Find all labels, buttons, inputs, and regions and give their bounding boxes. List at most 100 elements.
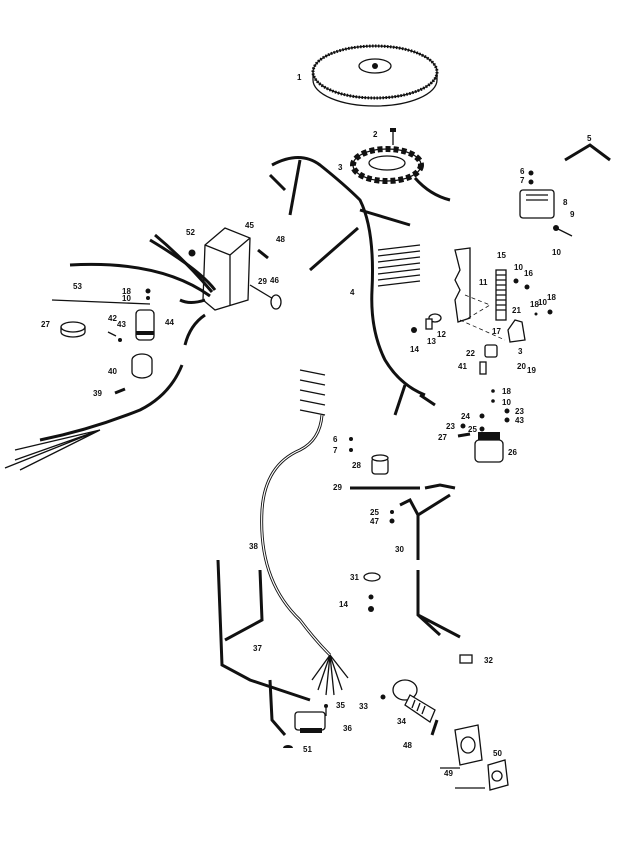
callout: 7: [333, 446, 338, 455]
callout: 17: [492, 327, 501, 336]
terminal-block: [495, 269, 553, 321]
callout: 35: [336, 701, 345, 710]
callout: 48: [403, 741, 412, 750]
callout: 45: [245, 221, 254, 230]
callout: 36: [343, 724, 352, 733]
callout: 12: [437, 330, 446, 339]
callout: 3: [518, 347, 523, 356]
battery-cable: [4, 313, 206, 471]
callout: 31: [350, 573, 359, 582]
callout: 14: [339, 600, 348, 609]
module: [283, 704, 328, 748]
clamp-band: [60, 321, 86, 338]
rectifier: [519, 170, 573, 237]
relay-bracket: [507, 319, 526, 343]
callout: 29: [333, 483, 342, 492]
callout: 22: [466, 349, 475, 358]
cable-harness: [389, 483, 461, 639]
callout: 10: [514, 263, 523, 272]
callout: 39: [93, 389, 102, 398]
switch-plate: [440, 724, 509, 791]
callout: 41: [458, 362, 467, 371]
callout: 11: [479, 278, 488, 287]
callout: 38: [249, 542, 258, 551]
callout: 18: [530, 300, 539, 309]
screw: [390, 128, 396, 145]
ignition-switch: [380, 679, 439, 736]
callout: 49: [444, 769, 453, 778]
callout: 42: [108, 314, 117, 323]
callout: 10: [122, 294, 131, 303]
callout: 50: [493, 749, 502, 758]
callout: 28: [352, 461, 361, 470]
cable: [309, 226, 359, 272]
callout: 29: [258, 277, 267, 286]
callout: 44: [165, 318, 174, 327]
callout: 6: [333, 435, 338, 444]
power-pack: [69, 227, 282, 311]
callout: 47: [370, 517, 379, 526]
screw: [114, 387, 126, 395]
callout: 26: [508, 448, 517, 457]
callout: 27: [438, 433, 447, 442]
clip: [411, 313, 442, 333]
callout: 32: [484, 656, 493, 665]
callout: 10: [552, 248, 561, 257]
lead-wire: [564, 143, 611, 162]
terminal-bracket: [454, 247, 506, 341]
callout: 25: [370, 508, 379, 517]
callout: 40: [108, 367, 117, 376]
callout: 14: [410, 345, 419, 354]
callout: 18: [122, 287, 131, 296]
stator: [350, 146, 451, 202]
callout: 8: [563, 198, 568, 207]
callout: 52: [186, 228, 195, 237]
connector: [459, 654, 473, 664]
callout: 18: [502, 387, 511, 396]
callout: 15: [497, 251, 506, 260]
callout: 16: [524, 269, 533, 278]
rectifier-small: [479, 344, 498, 375]
main-cable: [260, 369, 349, 696]
mount: [349, 437, 389, 475]
harness: [216, 559, 311, 736]
callout: 7: [520, 176, 525, 185]
callout: 51: [303, 745, 312, 754]
callout: 6: [520, 167, 525, 176]
callout: 2: [373, 130, 378, 139]
callout: 46: [270, 276, 279, 285]
callout: 18: [547, 293, 556, 302]
callout: 43: [117, 320, 126, 329]
callout: 20: [517, 362, 526, 371]
callout: 10: [538, 298, 547, 307]
coil-clamp: [131, 353, 153, 379]
callout: 23: [515, 407, 524, 416]
clip: [363, 572, 381, 612]
ignition-coil: [107, 309, 155, 342]
callout: 33: [359, 702, 368, 711]
callout: 37: [253, 644, 262, 653]
callout: 48: [276, 235, 285, 244]
callout: 3: [338, 163, 343, 172]
lead-wire: [51, 299, 151, 305]
callout: 9: [570, 210, 575, 219]
callout: 34: [397, 717, 406, 726]
callout: 24: [461, 412, 470, 421]
callout-labels: 1 2 3 5 6 7 8 9 10 45 52 48 29 46 4 53 1…: [41, 73, 592, 778]
wire-harness: [268, 156, 436, 416]
callout: 27: [41, 320, 50, 329]
callout: 4: [350, 288, 355, 297]
callout: 30: [395, 545, 404, 554]
callout: 21: [512, 306, 521, 315]
callout: 13: [427, 337, 436, 346]
callout: 53: [73, 282, 82, 291]
callout: 5: [587, 134, 592, 143]
callout: 10: [502, 398, 511, 407]
flywheel: [311, 44, 439, 107]
callout: 19: [527, 366, 536, 375]
callout: 1: [297, 73, 302, 82]
callout: 43: [515, 416, 524, 425]
starter-solenoid: [457, 389, 510, 463]
callout: 25: [468, 425, 477, 434]
